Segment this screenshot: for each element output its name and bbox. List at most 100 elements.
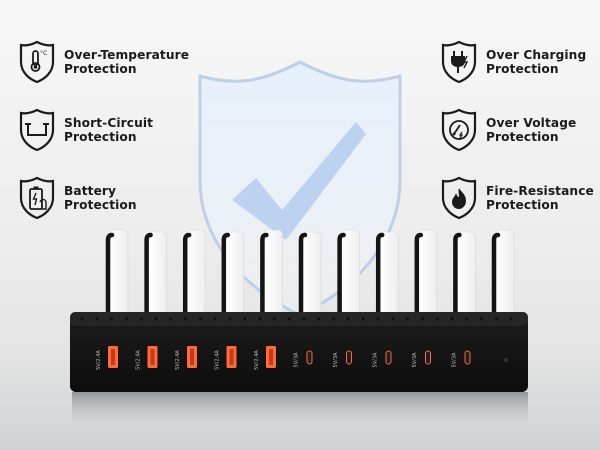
vent-hole [184, 317, 188, 321]
feature-title: Short-Circuit [64, 116, 154, 130]
divider-bar [414, 232, 424, 325]
tablet-device [148, 231, 167, 323]
tablet-device [418, 229, 438, 321]
vent-hole [347, 317, 350, 321]
vent-hole [139, 317, 143, 321]
port-label: 5V/2.4A [96, 350, 102, 370]
vent-hole [243, 317, 247, 321]
tablet-device [109, 229, 129, 321]
station-body [70, 312, 528, 392]
station-top-edge [70, 312, 528, 326]
feature-title: Over Voltage [486, 116, 577, 130]
tablet-device [264, 229, 283, 321]
circuit-icon [18, 108, 56, 152]
usb-a-tongue [150, 349, 155, 365]
power-indicator [504, 358, 508, 362]
device-reflection [72, 392, 528, 432]
charging-station: 5V/2.4A 5V/2.4A 5V/2.4A 5V/2.4A 5V/2.4A 5V/3A… [70, 312, 528, 392]
vent-hole [258, 317, 261, 321]
port-label: 5V/2.4A [175, 350, 181, 370]
vent-hole [287, 317, 291, 321]
divider-bar [453, 232, 462, 325]
feature-title: Over Charging [486, 48, 587, 62]
port-label: 5V/2.4A [136, 350, 142, 370]
checkmark-icon [232, 122, 366, 240]
vent-hole [376, 317, 380, 321]
feature-subtitle: Protection [64, 130, 137, 144]
divider-bar [182, 232, 192, 325]
flame-icon [440, 176, 478, 220]
vent-hole [273, 317, 276, 321]
vent-hole [228, 317, 232, 321]
thermometer-icon: °C [18, 40, 56, 84]
voltage-icon [440, 108, 478, 152]
tablet-device [495, 229, 515, 321]
tablet-device [379, 231, 399, 323]
vent-hole [450, 317, 454, 321]
feature-title: Battery [64, 184, 117, 198]
usb-c-port [425, 350, 431, 365]
feature-subtitle: Protection [64, 62, 137, 76]
divider-bar [298, 232, 308, 325]
divider-bar [105, 232, 115, 325]
feature-subtitle: Protection [486, 198, 559, 212]
port-label: 5V/2.4A [254, 350, 260, 370]
divider-bar [375, 232, 385, 325]
port-label: 5V/3A [373, 352, 379, 367]
plug-icon [440, 40, 478, 84]
tablet-device [225, 231, 245, 323]
vent-hole [317, 317, 321, 321]
vent-hole [302, 317, 306, 321]
vent-hole [332, 317, 335, 321]
usb-a-tongue [229, 349, 234, 365]
vent-hole [213, 317, 217, 321]
usb-c-port [385, 350, 392, 365]
feature-subtitle: Protection [486, 130, 559, 144]
feature-title: Fire-Resistance [486, 184, 594, 198]
divider-bar [144, 232, 153, 325]
usb-a-tongue [111, 349, 115, 365]
port-label: 5V/3A [412, 352, 418, 367]
vent-hole [125, 317, 128, 321]
vent-hole [110, 317, 113, 321]
port-label: 5V/3A [333, 352, 339, 367]
port-label: 5V/3A [294, 352, 300, 367]
vent-hole [435, 317, 439, 321]
vent-hole [361, 317, 365, 321]
usb-c-port [464, 350, 471, 365]
vent-hole [495, 317, 498, 321]
battery-icon [18, 176, 56, 220]
divider-bar [260, 232, 269, 325]
vent-hole [480, 317, 483, 321]
usb-c-port [346, 350, 352, 365]
svg-text:°C: °C [40, 50, 47, 57]
divider-bar [221, 232, 231, 325]
tablet-device [341, 229, 360, 321]
vent-hole [421, 317, 424, 321]
vent-hole [199, 317, 202, 321]
vent-hole [465, 317, 469, 321]
vent-hole [169, 317, 173, 321]
usb-c-port [306, 350, 313, 365]
port-label: 5V/3A [452, 352, 458, 367]
vent-hole [406, 317, 409, 321]
feature-subtitle: Protection [64, 198, 137, 212]
tablet-device [457, 231, 476, 323]
port-label: 5V/2.4A [215, 350, 221, 370]
usb-a-tongue [269, 349, 273, 365]
vent-hole [80, 317, 84, 321]
vent-hole [95, 317, 99, 321]
vent-hole [391, 317, 395, 321]
feature-title: Over-Temperature [64, 48, 190, 62]
usb-a-tongue [190, 349, 194, 365]
